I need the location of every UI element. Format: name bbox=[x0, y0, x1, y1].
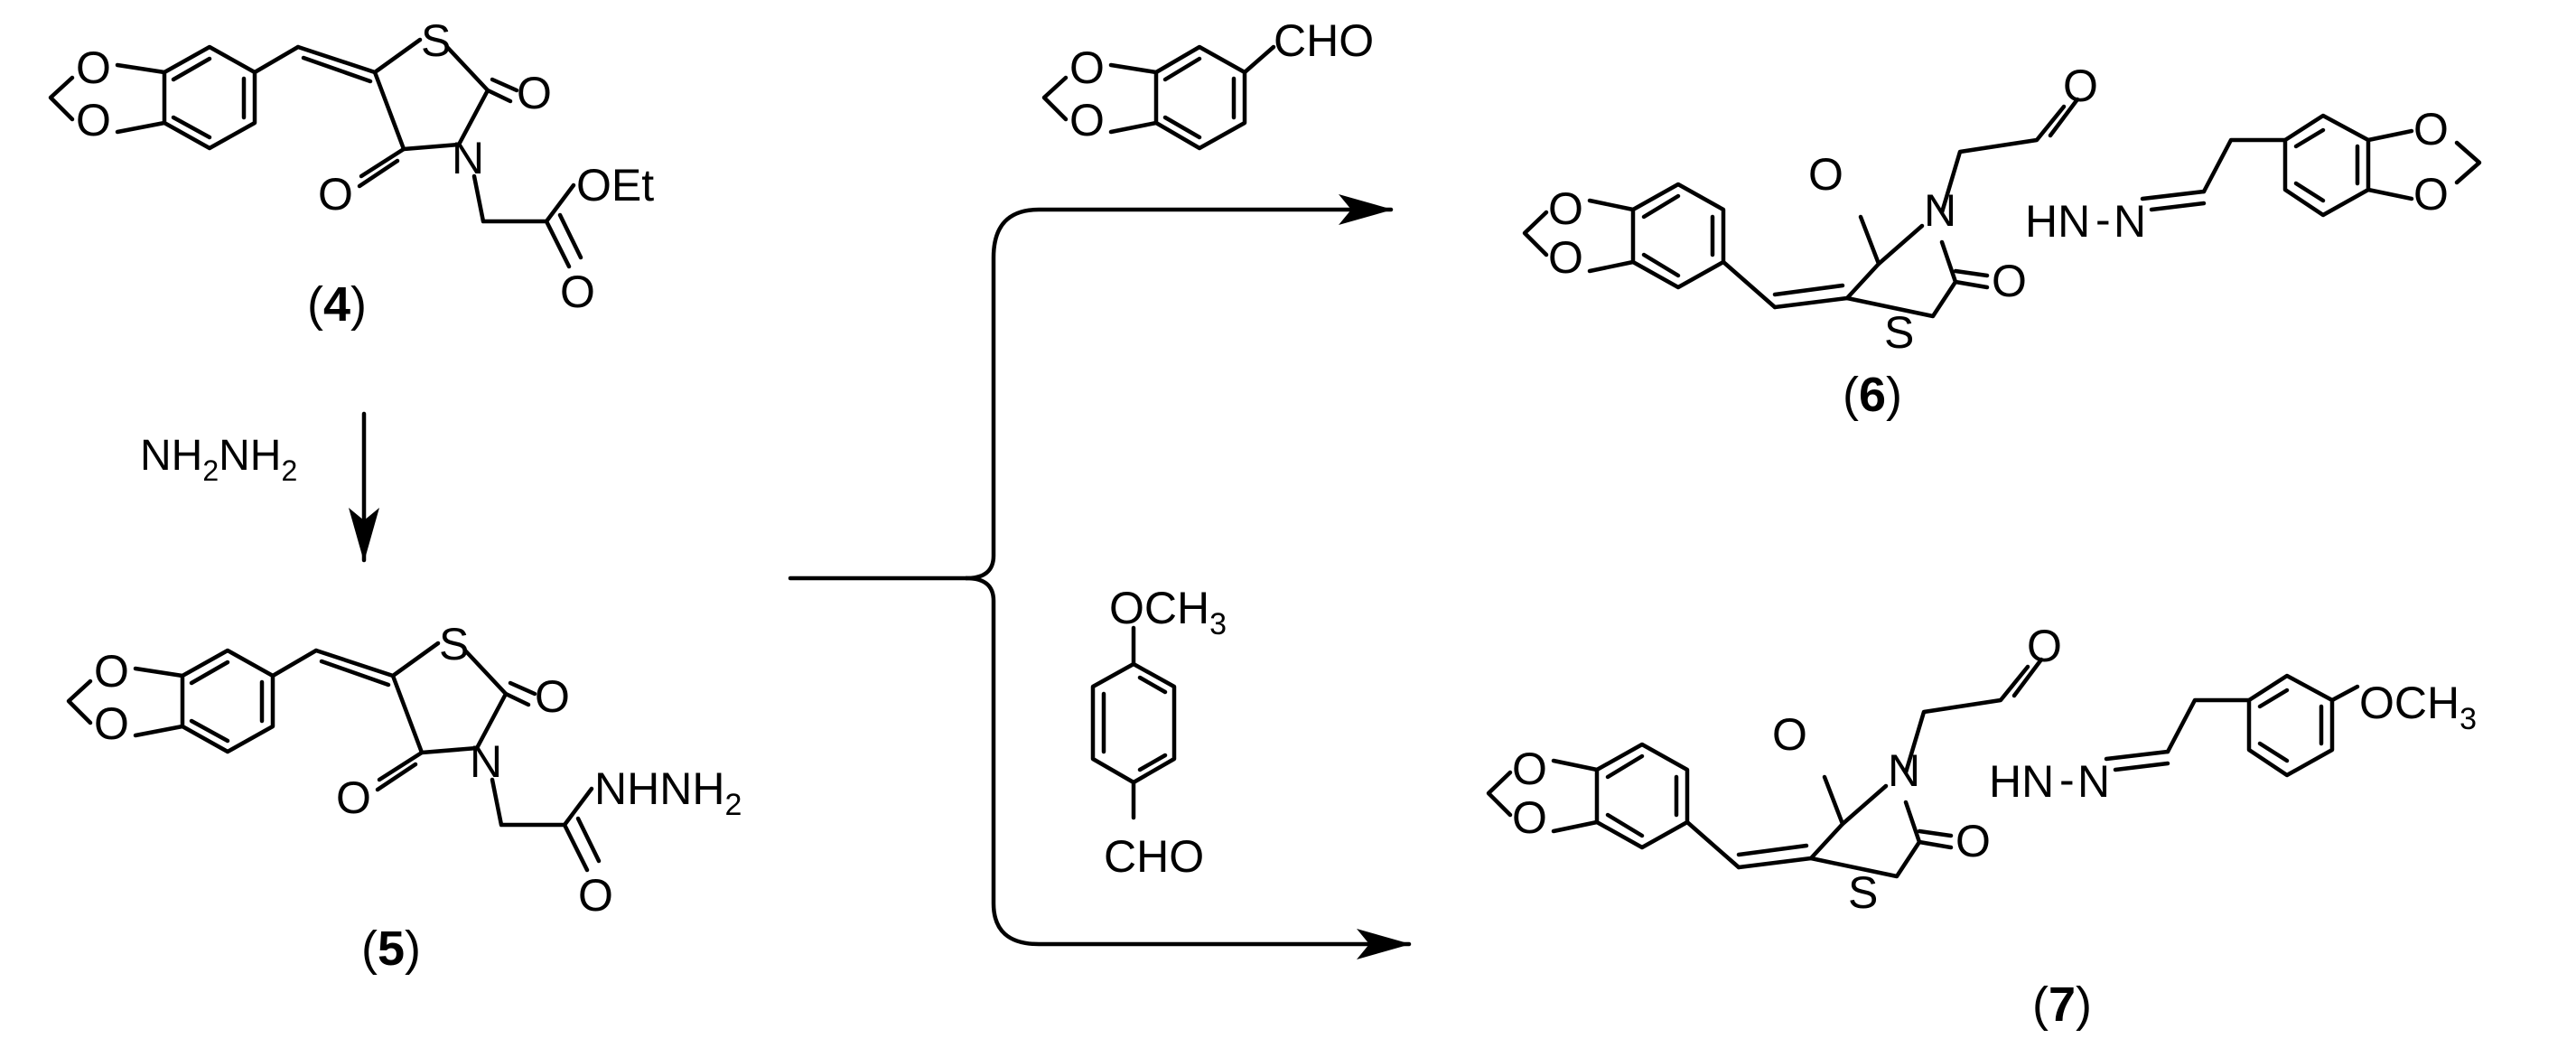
atom-o: O bbox=[1512, 792, 1547, 843]
atom-dash: - bbox=[2059, 754, 2075, 805]
atom-hn: HN bbox=[1989, 756, 2054, 807]
branch-arrow bbox=[788, 194, 1412, 959]
atom-n: N bbox=[1888, 745, 1920, 796]
compound-5-label: (5) bbox=[361, 922, 421, 976]
reagent-anisaldehyde bbox=[1090, 625, 1177, 820]
atom-o: O bbox=[2413, 169, 2449, 220]
atom-o: O bbox=[1069, 42, 1105, 93]
atom-o: O bbox=[94, 698, 129, 749]
compound-6-structure bbox=[1522, 97, 2482, 319]
atom-oet: OEt bbox=[576, 160, 654, 211]
compound-4-label: (4) bbox=[307, 277, 367, 332]
atom-och3: OCH3 bbox=[2359, 678, 2477, 736]
atom-o: O bbox=[1548, 232, 1583, 283]
atom-o: O bbox=[1512, 744, 1547, 794]
atom-o: O bbox=[1069, 95, 1105, 145]
reagent-piperonal bbox=[1041, 44, 1276, 151]
atom-o: O bbox=[318, 169, 353, 220]
compound-7-structure bbox=[1486, 657, 2360, 879]
atom-o: O bbox=[1955, 816, 1991, 866]
atom-o: O bbox=[2027, 621, 2062, 671]
atom-n: N bbox=[452, 133, 484, 183]
atom-nhnh2: NHNH2 bbox=[594, 763, 742, 822]
atom-cho: CHO bbox=[1274, 15, 1374, 66]
atom-och3: OCH3 bbox=[1109, 583, 1227, 641]
atom-n: N bbox=[1924, 185, 1956, 236]
atom-s: S bbox=[1848, 867, 1878, 918]
compound-6-label: (6) bbox=[1843, 368, 1902, 422]
atom-o: O bbox=[560, 267, 595, 317]
atom-n: N bbox=[2077, 756, 2110, 807]
compound-5-structure bbox=[66, 641, 602, 873]
atom-o: O bbox=[1548, 183, 1583, 234]
atom-cho: CHO bbox=[1104, 831, 1204, 882]
atom-s: S bbox=[421, 15, 451, 66]
atom-o: O bbox=[2413, 104, 2449, 154]
atom-o: O bbox=[535, 671, 570, 722]
atom-o: O bbox=[76, 95, 111, 145]
compound-4-structure bbox=[48, 37, 583, 269]
atom-n: N bbox=[2114, 196, 2146, 247]
atom-o: O bbox=[1808, 149, 1843, 200]
bond-n-ch bbox=[2140, 189, 2207, 212]
atom-o: O bbox=[76, 42, 111, 93]
reagent-hydrazine: NH2NH2 bbox=[140, 432, 297, 487]
atom-o: O bbox=[1992, 256, 2027, 306]
atom-dash: - bbox=[2095, 194, 2111, 245]
atom-o: O bbox=[2063, 61, 2098, 111]
atom-o: O bbox=[1772, 709, 1807, 760]
atom-hn: HN bbox=[2025, 196, 2090, 247]
atom-o: O bbox=[578, 870, 613, 921]
atom-n: N bbox=[470, 736, 502, 787]
atom-o: O bbox=[94, 646, 129, 697]
atom-o: O bbox=[517, 68, 552, 118]
atom-s: S bbox=[439, 619, 469, 669]
compound-7-label: (7) bbox=[2032, 978, 2092, 1032]
atom-s: S bbox=[1884, 307, 1914, 358]
atom-o: O bbox=[336, 772, 371, 823]
